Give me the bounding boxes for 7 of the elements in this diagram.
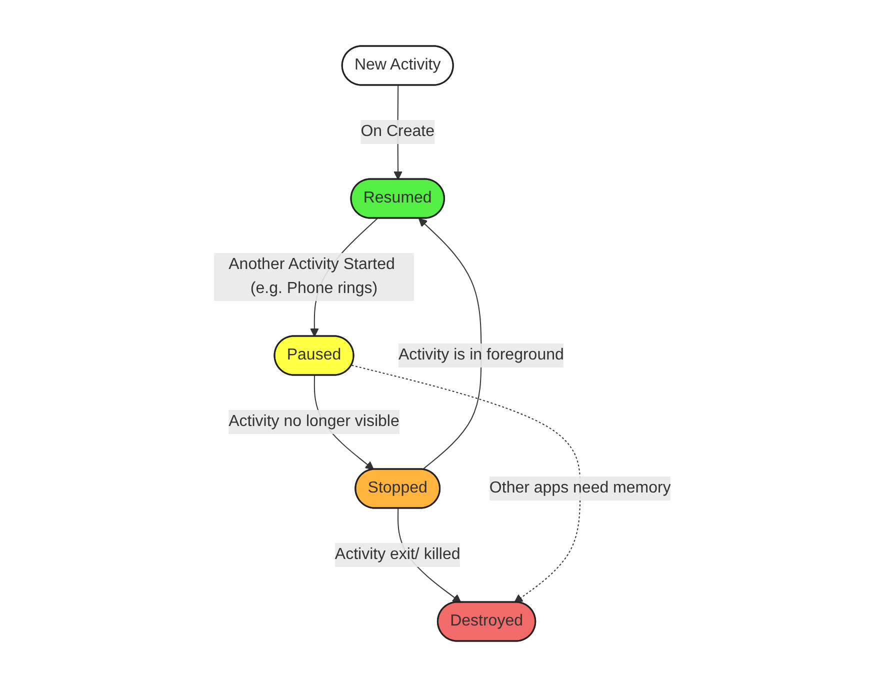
edge-label: Activity is in foreground (398, 346, 564, 364)
edge-label: Activity exit/ killed (334, 546, 460, 563)
edge-label: Other apps need memory (490, 479, 671, 496)
edge-label: Another Activity Started (e.g. Phone rings) (228, 256, 396, 297)
arrow (418, 218, 482, 470)
edge-label: On Create (360, 123, 435, 140)
edge-label: Activity no longer visible (228, 412, 400, 430)
